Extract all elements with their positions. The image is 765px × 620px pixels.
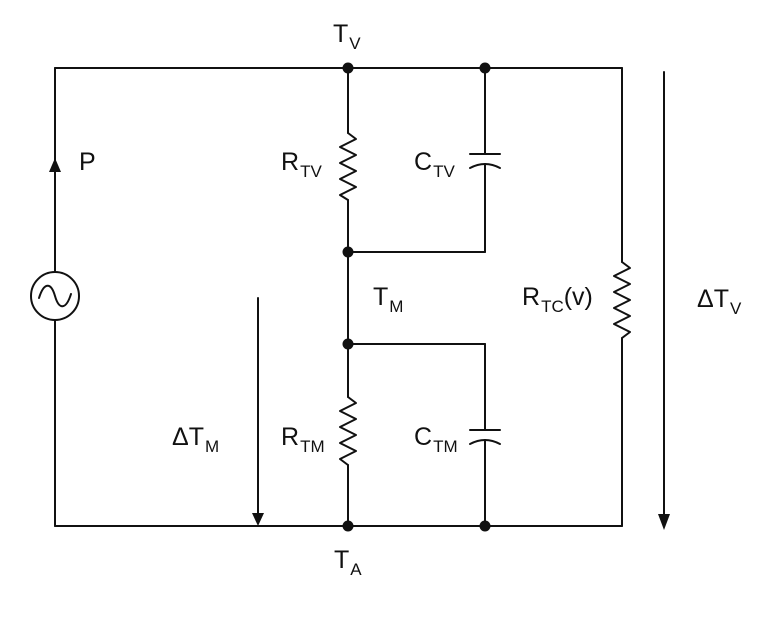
label-main: ΔT [172, 423, 204, 451]
resistor-label-rtv: RTV [281, 148, 322, 181]
label-suffix: (v) [563, 283, 593, 311]
label-main: R [522, 283, 541, 311]
node-label-tm: TM [373, 283, 403, 316]
node-dot-icon [342, 338, 354, 350]
label-subscript: TV [300, 162, 322, 181]
label-subscript: TC [541, 297, 564, 316]
resistor-icon [339, 396, 357, 466]
node-dot-icon [342, 520, 354, 532]
node-label-ta: TA [334, 546, 362, 579]
label-main: R [281, 148, 300, 176]
arrow-icon [49, 158, 61, 172]
label-main: C [414, 148, 433, 176]
delta-label-tv: ΔTV [697, 285, 741, 318]
label-main: T [373, 283, 389, 311]
ac-wave-icon [38, 284, 72, 308]
node-dot-icon [479, 62, 491, 74]
label-subscript: M [389, 297, 404, 316]
label-subscript: M [204, 437, 220, 456]
label-subscript: TM [300, 437, 325, 456]
power-label-p: P [79, 150, 96, 175]
label-subscript: A [350, 560, 362, 579]
label-subscript: TM [433, 437, 458, 456]
delta-label-tm: ΔTM [172, 423, 219, 456]
node-dot-icon [479, 520, 491, 532]
node-label-tv: TV [333, 20, 361, 53]
capacitor-label-ctv: CTV [414, 148, 455, 181]
arrow-icon [658, 514, 670, 530]
label-main: R [281, 423, 300, 451]
label-main: ΔT [697, 285, 729, 313]
capacitor-label-ctm: CTM [414, 423, 458, 456]
node-dot-icon [342, 246, 354, 258]
label-subscript: TV [433, 162, 455, 181]
resistor-icon [613, 261, 631, 339]
ac-source-icon [30, 271, 80, 321]
label-main: P [79, 148, 96, 176]
arrow-icon [252, 513, 264, 526]
label-main: T [333, 20, 349, 48]
node-dot-icon [342, 62, 354, 74]
label-main: T [334, 546, 350, 574]
resistor-label-rtc: RTC(v) [522, 283, 593, 316]
label-main: C [414, 423, 433, 451]
label-subscript: V [349, 34, 361, 53]
label-subscript: V [729, 299, 742, 318]
resistor-icon [339, 132, 357, 201]
resistor-label-rtm: RTM [281, 423, 325, 456]
